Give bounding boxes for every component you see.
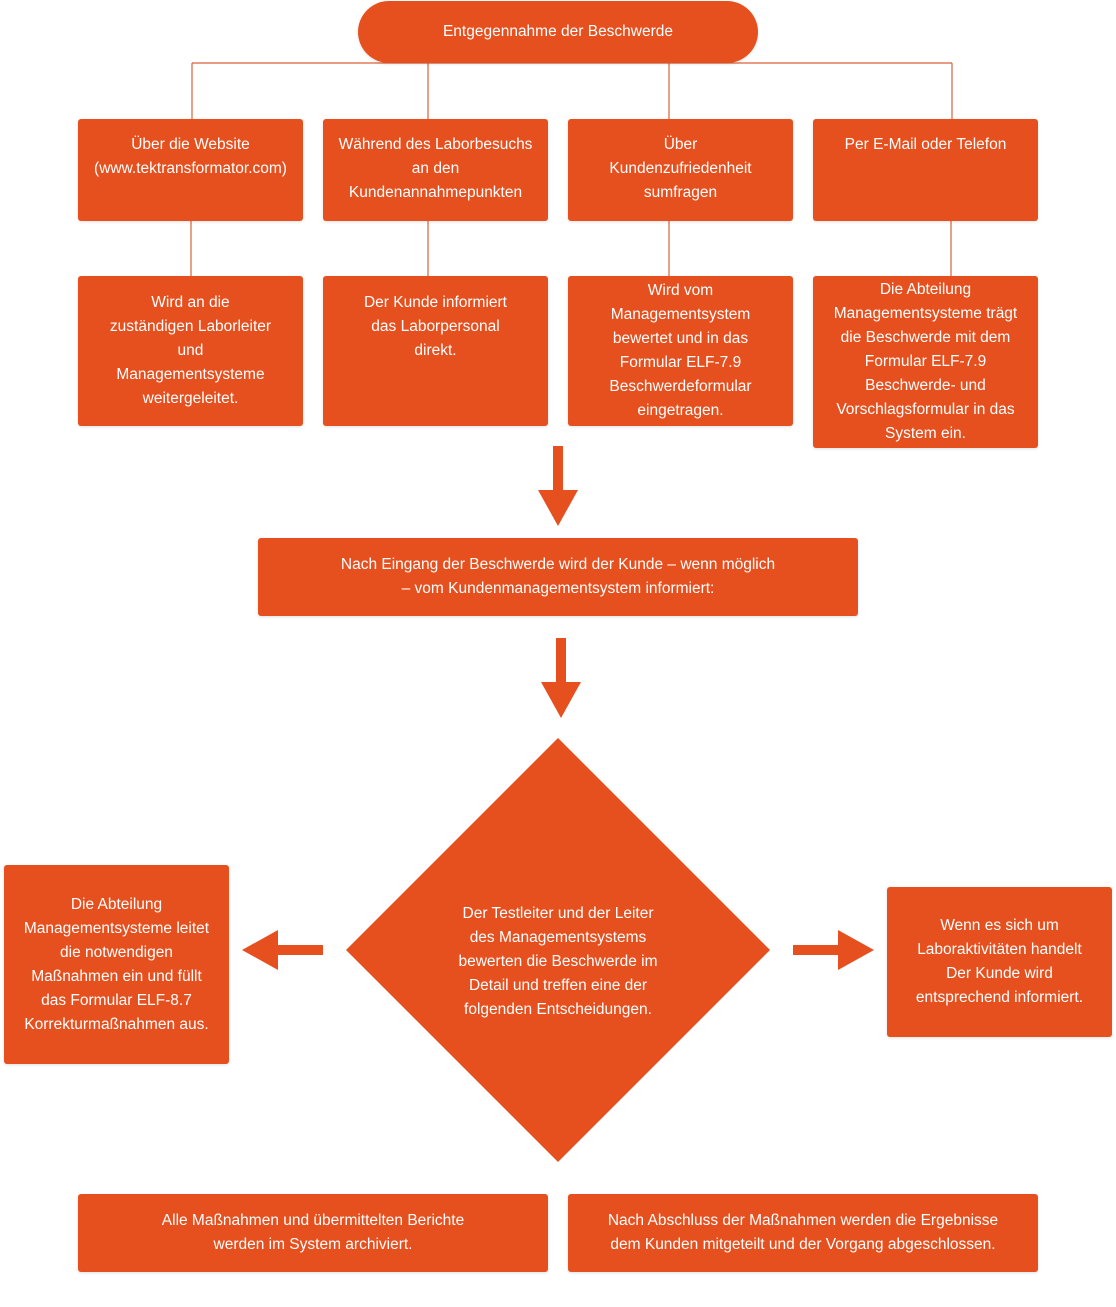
handling-label: Wird vom Managementsystem bewertet und i… bbox=[609, 282, 752, 419]
start-connector-lines bbox=[191, 62, 953, 119]
channel-connector-lines bbox=[190, 221, 952, 276]
channel-label: Über Kundenzufriedenheit sumfragen bbox=[609, 136, 752, 201]
handling-label: Wird an die zuständigen Laborleiter und … bbox=[109, 294, 272, 407]
channel-survey: Über Kundenzufriedenheit sumfragen bbox=[568, 119, 793, 221]
arrow-down-1 bbox=[538, 446, 578, 526]
start-node-label: Entgegennahme der Beschwerde bbox=[442, 23, 674, 40]
right-outcome-box: Wenn es sich um Laboraktivitäten handelt… bbox=[887, 887, 1112, 1037]
notify-customer-box: Nach Eingang der Beschwerde wird der Kun… bbox=[258, 538, 858, 616]
arrow-left bbox=[242, 930, 323, 970]
handling-survey: Wird vom Managementsystem bewertet und i… bbox=[568, 276, 793, 426]
channel-lab-visit: Während des Laborbesuchs an den Kundenan… bbox=[323, 119, 548, 221]
channel-label: Über die Website (www.tektransformator.c… bbox=[94, 136, 287, 177]
handling-website: Wird an die zuständigen Laborleiter und … bbox=[78, 276, 303, 426]
notify-label: Nach Eingang der Beschwerde wird der Kun… bbox=[340, 556, 776, 597]
channel-label: Per E-Mail oder Telefon bbox=[844, 136, 1007, 153]
handling-lab-visit: Der Kunde informiert das Laborpersonal d… bbox=[323, 276, 548, 426]
decision-label: Der Testleiter und der Leiter des Manage… bbox=[458, 905, 658, 1018]
left-outcome-box: Die Abteilung Managementsysteme leitet d… bbox=[4, 865, 229, 1064]
handling-label: Der Kunde informiert das Laborpersonal d… bbox=[363, 294, 507, 359]
handling-email-phone: Die Abteilung Managementsysteme trägt di… bbox=[813, 276, 1038, 448]
arrow-right bbox=[793, 930, 874, 970]
start-node: Entgegennahme der Beschwerde bbox=[358, 1, 758, 63]
final-label: Nach Abschluss der Maßnahmen werden die … bbox=[607, 1212, 999, 1253]
channel-email-phone: Per E-Mail oder Telefon bbox=[813, 119, 1038, 221]
final-close-box: Nach Abschluss der Maßnahmen werden die … bbox=[568, 1194, 1038, 1272]
arrow-down-2 bbox=[541, 638, 581, 718]
right-outcome-label: Wenn es sich um Laboraktivitäten handelt… bbox=[915, 917, 1084, 1006]
decision-diamond bbox=[346, 738, 770, 1162]
channel-website: Über die Website (www.tektransformator.c… bbox=[78, 119, 303, 221]
left-outcome-label: Die Abteilung Managementsysteme leitet d… bbox=[23, 895, 210, 1033]
final-archive-box: Alle Maßnahmen und übermittelten Bericht… bbox=[78, 1194, 548, 1272]
channel-label: Während des Laborbesuchs an den Kundenan… bbox=[338, 136, 533, 201]
final-label: Alle Maßnahmen und übermittelten Bericht… bbox=[161, 1212, 465, 1253]
handling-label: Die Abteilung Managementsysteme trägt di… bbox=[833, 281, 1018, 442]
